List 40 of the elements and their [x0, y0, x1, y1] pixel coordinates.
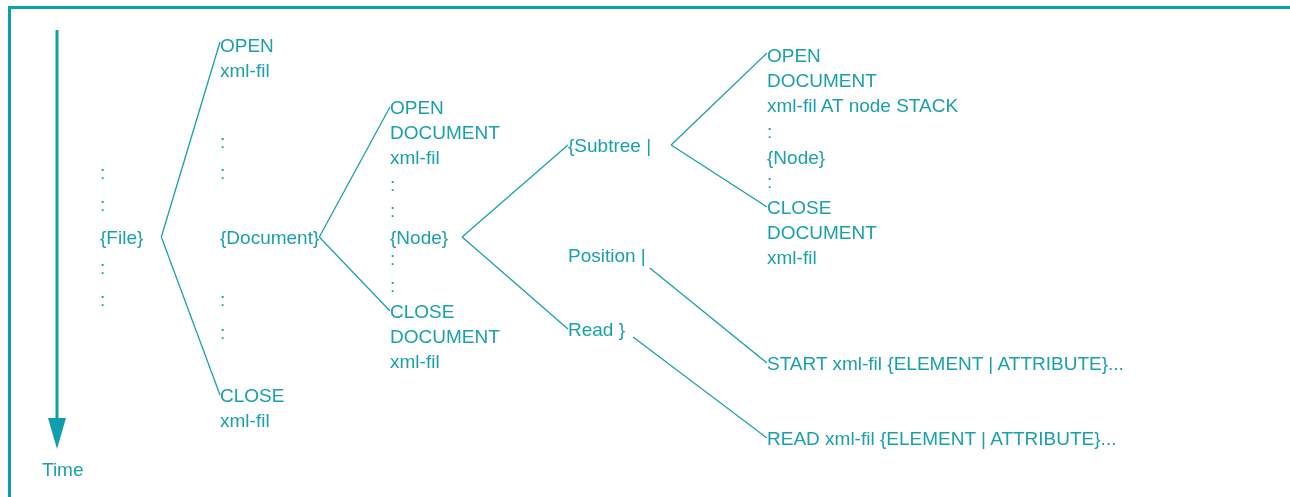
- label-text: :: [390, 249, 396, 268]
- label-text: :: [767, 122, 773, 141]
- label-text: :: [100, 258, 106, 277]
- node-text: Position |: [568, 243, 650, 268]
- axis-label: Time: [42, 460, 84, 479]
- node-text: Read }: [568, 317, 634, 342]
- connector-line: [461, 236, 569, 330]
- node-text: CLOSE DOCUMENT xml-fil: [767, 195, 877, 270]
- label-text: :: [100, 290, 106, 309]
- node-text: OPEN DOCUMENT xml-fil: [390, 95, 500, 170]
- label-text: {Node}: [767, 148, 826, 167]
- connector-line: [160, 236, 221, 396]
- node-text: CLOSE xml-fil: [220, 383, 285, 433]
- connector-line: [318, 236, 391, 312]
- label-text: :: [390, 201, 396, 220]
- node-text: OPEN xml-fil: [220, 33, 274, 83]
- connector-line: [160, 41, 221, 238]
- node-text: CLOSE DOCUMENT xml-fil: [390, 299, 500, 374]
- label-text: :: [220, 323, 226, 342]
- node-text: {Subtree |: [568, 133, 672, 158]
- label-text: :: [100, 163, 106, 182]
- connector-line: [670, 144, 768, 208]
- node-text: OPEN DOCUMENT xml-fil AT node STACK: [767, 43, 959, 118]
- label-text: :: [220, 132, 226, 151]
- label-text: :: [220, 290, 226, 309]
- connector-line: [649, 267, 768, 364]
- node-text: READ xml-fil {ELEMENT | ATTRIBUTE}...: [767, 426, 1117, 451]
- connector-line: [461, 144, 569, 238]
- connector-line: [318, 106, 391, 238]
- label-text: :: [767, 172, 773, 191]
- node-text: START xml-fil {ELEMENT | ATTRIBUTE}...: [767, 351, 1124, 376]
- label-text: :: [390, 175, 396, 194]
- connector-line: [670, 52, 768, 146]
- connector-line: [632, 336, 768, 439]
- node-text: {Document}: [220, 225, 320, 250]
- label-text: :: [100, 195, 106, 214]
- label-text: :: [390, 276, 396, 295]
- node-text: {Node}: [390, 225, 463, 250]
- node-text: {File}: [100, 225, 162, 250]
- label-text: :: [220, 163, 226, 182]
